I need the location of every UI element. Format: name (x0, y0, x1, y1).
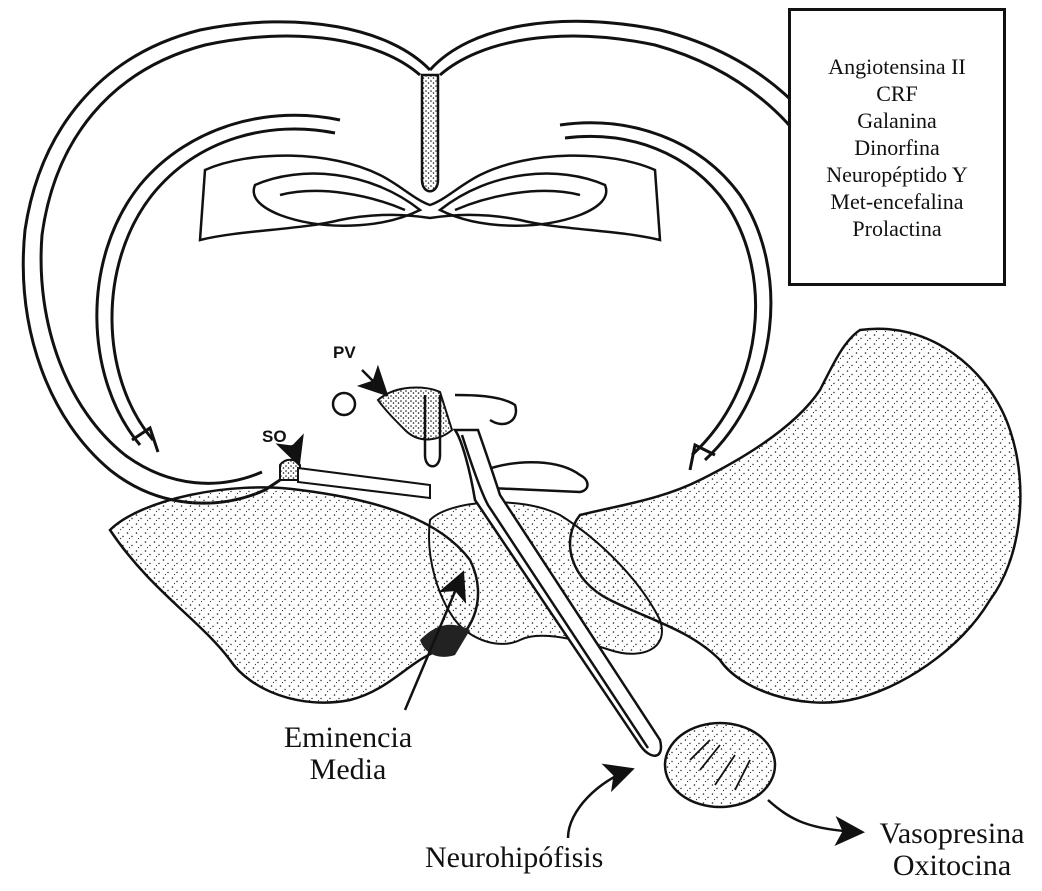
eminencia-label: Eminencia Media (258, 722, 438, 785)
hormone-arrow (768, 800, 860, 832)
peptide-item: Angiotensina II (828, 53, 965, 80)
posterior-pituitary (665, 723, 775, 807)
peptide-item: Prolactina (852, 215, 941, 242)
peptide-item: Neuropéptido Y (826, 161, 968, 188)
eminencia-line-1: Eminencia (258, 722, 438, 754)
peptide-list-box: Angiotensina II CRF Galanina Dinorfina N… (788, 8, 1006, 286)
pv-circle (333, 393, 355, 415)
so-label: SO (262, 428, 287, 446)
pv-arrow (362, 370, 385, 393)
neurohipofisis-arrow (568, 770, 630, 838)
pv-label: PV (333, 344, 356, 362)
neurohipofisis-label: Neurohipófisis (425, 842, 603, 874)
oxitocina-text: Oxitocina (872, 850, 1032, 882)
peptide-item: CRF (876, 80, 918, 107)
eminencia-line-2: Media (258, 754, 438, 786)
peptide-item: Galanina (857, 107, 936, 134)
vasopresina-text: Vasopresina (872, 818, 1032, 850)
hormones-label: Vasopresina Oxitocina (872, 818, 1032, 881)
midline-fissure (422, 75, 438, 191)
peptide-item: Met-encefalina (830, 188, 963, 215)
peptide-item: Dinorfina (854, 134, 940, 161)
right-tract (485, 462, 588, 492)
